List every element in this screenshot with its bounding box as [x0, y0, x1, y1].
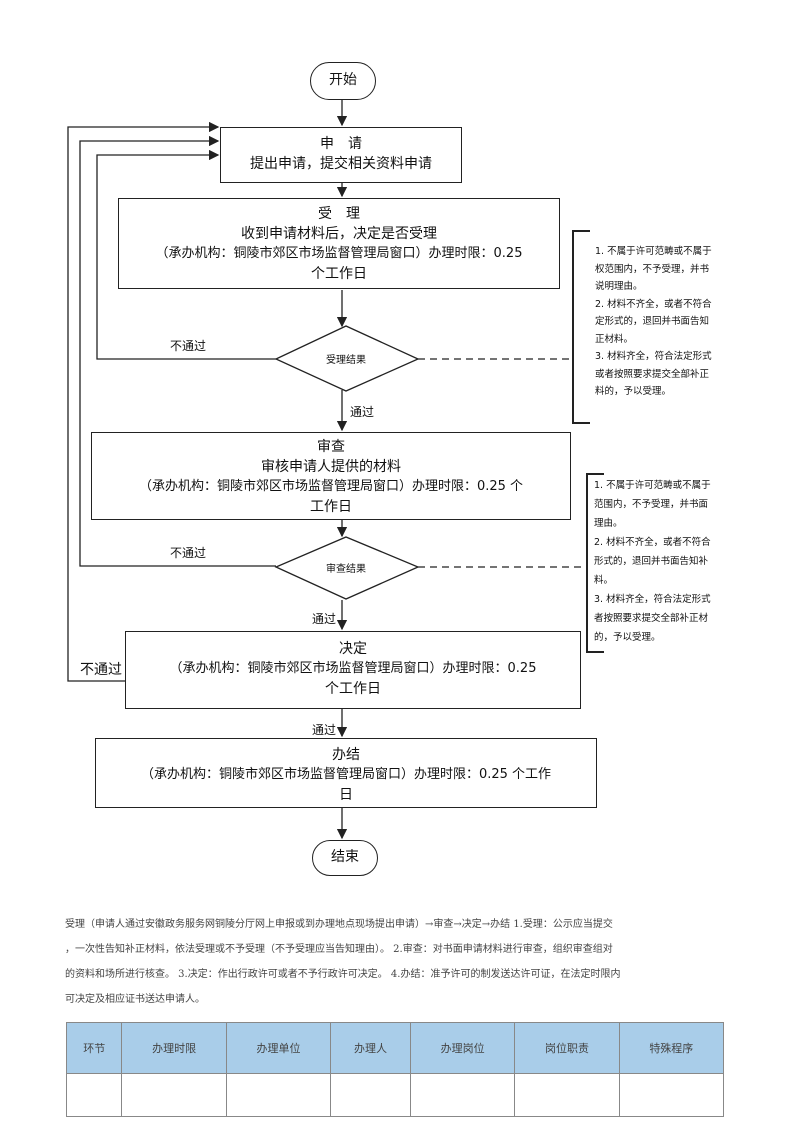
note2-line: 的，予以受理。 [594, 632, 661, 643]
accept-agency: （承办机构：铜陵市郊区市场监督管理局窗口）办理时限：0.25 [155, 246, 523, 261]
apply-desc: 提出申请，提交相关资料申请 [250, 156, 432, 172]
process-table: 环节 办理时限 办理单位 办理人 办理岗位 岗位职责 特殊程序 [65, 1022, 725, 1117]
review-title: 审查 [317, 439, 345, 455]
note2-line: 3. 材料齐全，符合法定形式 [594, 594, 711, 605]
table-header-cell: 岗位职责 [514, 1022, 620, 1074]
flowchart: 开始 申 请 提出申请，提交相关资料申请 受 理 收到申请材料后，决定是否受理 … [67, 62, 737, 876]
table-header-row: 环节 办理时限 办理单位 办理人 办理岗位 岗位职责 特殊程序 [65, 1022, 725, 1074]
note1-line: 料的，予以受理。 [595, 386, 672, 397]
end-label: 结束 [331, 849, 359, 865]
note2-line: 形式的，退回并书面告知补 [594, 556, 709, 567]
note2-line: 范围内，不予受理，并书面 [594, 499, 709, 510]
note1-line: 3. 材料齐全，符合法定形式 [595, 351, 712, 362]
decide-agency: （承办机构：铜陵市郊区市场监督管理局窗口）办理时限：0.25 [169, 661, 537, 676]
diamond-accept-label: 受理结果 [326, 355, 366, 366]
table-cell [514, 1073, 620, 1117]
note1-line: 定形式的，退回并书面告知 [595, 316, 710, 327]
accept-box: 受 理 收到申请材料后，决定是否受理 （承办机构：铜陵市郊区市场监督管理局窗口）… [118, 198, 560, 289]
table-cell [225, 1073, 332, 1117]
finish-box: 办结 （承办机构：铜陵市郊区市场监督管理局窗口）办理时限：0.25 个工作 日 [95, 738, 597, 808]
finish-days: 日 [339, 787, 353, 803]
note1-line: 或者按照要求提交全部补正 [595, 368, 710, 380]
note2-line: 料。 [594, 575, 614, 586]
label-pass-1: 通过 [350, 405, 375, 419]
loop-fail-2 [79, 135, 276, 567]
table-cell [330, 1073, 411, 1117]
label-fail-2: 不通过 [170, 546, 207, 560]
description-line: ，一次性告知补正材料，依法受理或不予受理（不予受理应当告知理由）。 2.审查：对… [65, 944, 613, 955]
bracket-note-1 [572, 230, 590, 424]
label-fail-1: 不通过 [170, 339, 207, 353]
start-label: 开始 [329, 72, 357, 88]
start-node: 开始 [310, 62, 376, 100]
note1-line: 说明理由。 [595, 281, 643, 292]
apply-box: 申 请 提出申请，提交相关资料申请 [220, 127, 462, 183]
note-accept-rules: 1. 不属于许可范畴或不属于 权范围内，不予受理，并书 说明理由。 2. 材料不… [595, 243, 737, 401]
note2-line: 1. 不属于许可范畴或不属于 [594, 480, 711, 491]
diamond-accept-result [274, 325, 420, 392]
table-header-cell: 特殊程序 [618, 1022, 725, 1074]
review-box: 审查 审核申请人提供的材料 （承办机构：铜陵市郊区市场监督管理局窗口）办理时限：… [91, 432, 571, 520]
table-header-cell: 办理人 [330, 1022, 411, 1074]
decide-days: 个工作日 [325, 681, 381, 697]
table-header-cell: 办理岗位 [409, 1022, 516, 1074]
note1-line: 1. 不属于许可范畴或不属于 [595, 246, 712, 257]
loop-fail-3 [67, 121, 220, 682]
review-desc: 审核申请人提供的材料 [261, 459, 401, 475]
table-cell [121, 1073, 227, 1117]
table-header-cell: 环节 [65, 1022, 123, 1074]
finish-title: 办结 [332, 747, 360, 763]
process-description: 受理（申请人通过安徽政务服务网铜陵分厅网上申报或到办理地点现场提出申请）→审查→… [65, 912, 745, 1012]
finish-agency: （承办机构：铜陵市郊区市场监督管理局窗口）办理时限：0.25 个工作 [140, 767, 552, 782]
table-row [65, 1073, 725, 1117]
note2-line: 2. 材料不齐全，或者不符合 [594, 537, 711, 548]
apply-title: 申 请 [320, 136, 362, 152]
decide-box: 决定 （承办机构：铜陵市郊区市场监督管理局窗口）办理时限：0.25 个工作日 [125, 631, 581, 709]
accept-desc: 收到申请材料后，决定是否受理 [241, 226, 437, 242]
decide-title: 决定 [339, 641, 367, 657]
description-line: 的资料和场所进行核查。 3.决定：作出行政许可或者不予行政许可决定。 4.办结：… [65, 969, 621, 980]
review-days: 工作日 [310, 499, 352, 515]
table-cell [65, 1073, 123, 1117]
label-pass-2: 通过 [312, 612, 337, 626]
label-pass-3: 通过 [312, 723, 337, 737]
table-cell [618, 1073, 725, 1117]
note-review-rules: 1. 不属于许可范畴或不属于 范围内，不予受理，并书面 理由。 2. 材料不齐全… [594, 476, 737, 647]
bracket-note-2 [586, 473, 604, 653]
end-node: 结束 [312, 840, 378, 876]
note1-line: 正材料。 [595, 333, 634, 345]
flowchart-connectors [67, 100, 604, 840]
description-line: 受理（申请人通过安徽政务服务网铜陵分厅网上申报或到办理地点现场提出申请）→审查→… [65, 919, 613, 930]
note2-line: 理由。 [594, 518, 623, 529]
note2-line: 者按照要求提交全部补正材 [594, 613, 709, 624]
accept-days: 个工作日 [311, 266, 367, 282]
table-header-cell: 办理时限 [121, 1022, 227, 1074]
note1-line: 2. 材料不齐全，或者不符合 [595, 298, 712, 310]
table-cell [409, 1073, 516, 1117]
diamond-review-result [274, 536, 420, 600]
loop-fail-1 [96, 149, 276, 360]
review-agency: （承办机构：铜陵市郊区市场监督管理局窗口）办理时限：0.25 个 [138, 479, 524, 494]
description-line: 可决定及相应证书送达申请人。 [65, 994, 205, 1005]
table-header-cell: 办理单位 [225, 1022, 332, 1074]
accept-title: 受 理 [318, 206, 360, 222]
label-fail-3: 不通过 [80, 662, 122, 678]
note1-line: 权范围内，不予受理，并书 [595, 263, 710, 275]
diamond-review-label: 审查结果 [326, 564, 366, 575]
